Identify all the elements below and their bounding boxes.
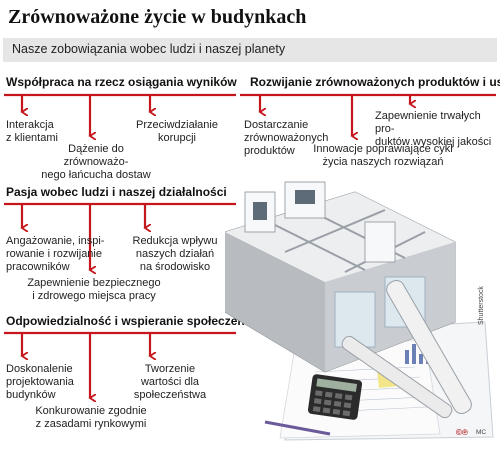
item-text: Dostarczanie zrównoważonych produktów — [244, 119, 329, 157]
section-title: Pasja wobec ludzi i naszej działalności — [6, 185, 227, 199]
item-text: Angażowanie, inspi- rowanie i rozwijanie… — [6, 235, 105, 273]
page-subtitle: Nasze zobowiązania wobec ludzi i naszej … — [12, 42, 286, 56]
section-title: Rozwijanie zrównoważonych produktów i us… — [250, 75, 500, 89]
item-text: Redukcja wpływu naszych działań na środo… — [132, 235, 218, 273]
item-text: Dążenie do zrównoważo- nego łańcucha dos… — [41, 143, 151, 181]
item-text: Zapewnienie bezpiecznego i zdrowego miej… — [27, 277, 161, 302]
author-initials: MC — [476, 429, 487, 436]
item-text: Innowacje poprawiające cykl życia naszyc… — [313, 143, 453, 168]
item-text: Interakcja z klientami — [6, 119, 58, 144]
item-text: Zapewnienie trwałych pro- duktów wysokie… — [375, 110, 492, 148]
item-text: Tworzenie wartości dla społeczeństwa — [133, 363, 207, 401]
section-title: Współpraca na rzecz osiągania wyników — [6, 75, 237, 89]
item-text: Konkurowanie zgodnie z zasadami rynkowym… — [35, 405, 147, 430]
page-title: Zrównoważone życie w budynkach — [8, 6, 307, 28]
section-title: Odpowiedzialność i wspieranie społeczeńs… — [6, 314, 272, 328]
item-text: Doskonalenie projektowania budynków — [6, 363, 74, 401]
photo-credit: Shutterstock — [478, 286, 485, 325]
subtitle-bar — [3, 38, 497, 62]
publisher-logo: ©℗ — [456, 428, 468, 437]
item-text: Przeciwdziałanie korupcji — [136, 119, 218, 144]
building-illustration — [225, 181, 494, 441]
